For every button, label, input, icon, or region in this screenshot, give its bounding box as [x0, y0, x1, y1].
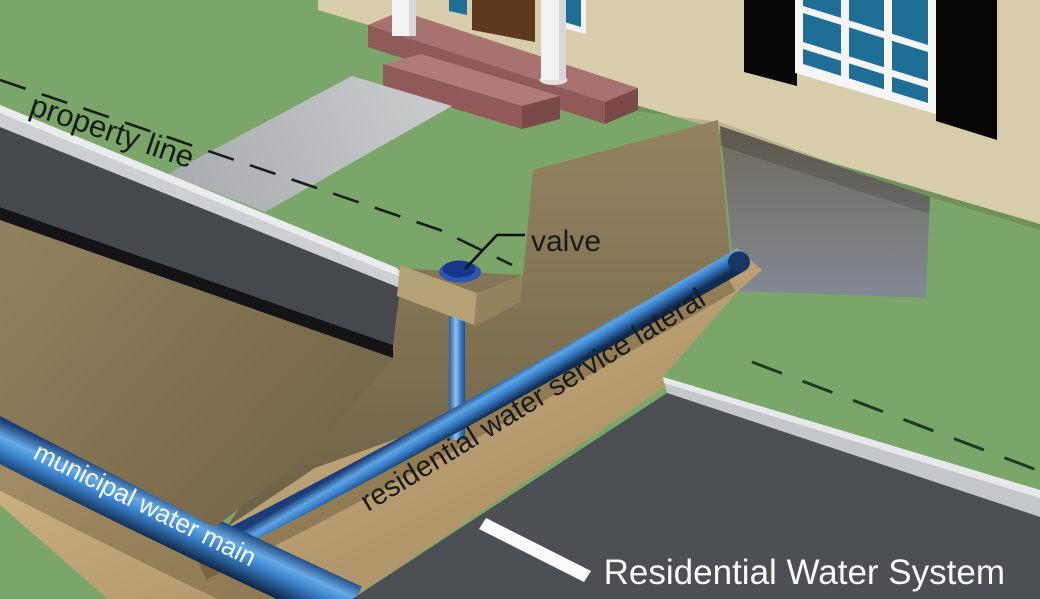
- curb-top-highlight: [0, 105, 398, 276]
- porch-column-right-shade: [559, 0, 566, 80]
- step-lower-front: [383, 64, 522, 129]
- street-cross-section: [0, 105, 412, 527]
- sidewalk: [168, 76, 452, 212]
- window-muntin-h1: [803, 6, 928, 52]
- window-muntin-v1: [841, 0, 849, 79]
- front-door: [472, 0, 535, 42]
- right-curb-band: [663, 377, 1040, 517]
- step-upper-top: [368, 11, 638, 102]
- bottom-left-lawn: [0, 505, 108, 599]
- trench-wall: [215, 120, 730, 545]
- asphalt-surface: [0, 127, 400, 345]
- valve-pointer-line: [464, 233, 525, 270]
- service-lateral-pipe: [200, 250, 749, 561]
- ledge-side-face: [474, 275, 523, 327]
- foundation-pit: [720, 126, 930, 298]
- porch-column-left-shade: [409, 0, 416, 36]
- window-muntin-v2: [884, 0, 892, 92]
- asphalt-underside: [0, 207, 393, 358]
- street-centerline-stripe: [479, 518, 591, 582]
- window-shutter-left: [744, 0, 797, 86]
- diagram-title: Residential Water System: [604, 553, 1005, 592]
- property-line-dashes-left: [0, 78, 513, 267]
- foundation-pit-shadow: [720, 126, 930, 214]
- service-lateral-pipe-end: [728, 251, 750, 273]
- soil-block: [0, 220, 393, 527]
- side-window-left: [449, 0, 467, 15]
- house-base-shadow: [612, 98, 1040, 238]
- valve-label: valve: [531, 225, 601, 258]
- window-shutter-right: [936, 0, 997, 140]
- step-lower-top: [383, 54, 560, 106]
- right-lawn: [663, 197, 1040, 490]
- curb-stop-ledge: [397, 260, 523, 327]
- porch-steps: [368, 11, 638, 129]
- house: [318, 0, 1040, 238]
- step-upper-side: [605, 88, 638, 124]
- trench-floor: [0, 248, 762, 599]
- window-muntin-h2: [803, 42, 928, 88]
- right-curb-highlight: [663, 377, 1040, 498]
- municipal-main-pipe: [0, 411, 362, 599]
- ledge-front-face: [397, 265, 477, 325]
- step-lower-side: [522, 96, 560, 129]
